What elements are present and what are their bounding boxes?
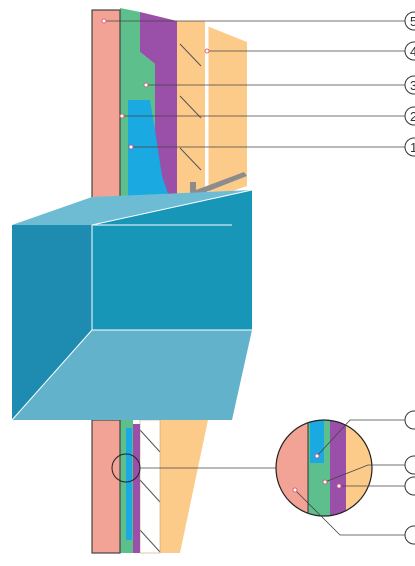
lower-wall-assembly [91, 419, 276, 554]
detail-leaders [294, 419, 405, 536]
upper-wall-assembly [91, 8, 247, 222]
purple-layer [140, 12, 177, 206]
lower-pink-layer [91, 419, 121, 554]
callout-4: 4 [404, 41, 415, 61]
detail-callout-d [404, 525, 415, 545]
callout-1: 1 [404, 137, 415, 157]
callout-5: 5 [404, 11, 415, 31]
callout-1-label: 1 [410, 140, 415, 155]
callout-3: 3 [404, 75, 415, 95]
lower-board-hatching [139, 429, 161, 553]
lower-blue-layer [126, 428, 132, 540]
callout-4-label: 4 [410, 44, 415, 59]
detail-callout-b [404, 455, 415, 475]
lower-purple-layer [133, 424, 140, 553]
detail-circle-outline [275, 419, 373, 517]
detail-leader-dots [292, 453, 342, 493]
callout-2-label: 2 [410, 109, 415, 124]
callout-2: 2 [404, 106, 415, 126]
lower-orange-panel [160, 420, 208, 553]
beam-edges [11, 189, 253, 421]
top-leader-dots [101, 18, 210, 150]
board-hatching [179, 43, 202, 171]
beam-box [11, 189, 253, 421]
grey-flashing [190, 172, 247, 196]
blue-layer [128, 100, 178, 218]
callout-5-label: 5 [410, 14, 415, 29]
detail-zoom [275, 419, 373, 517]
detail-callout-c [404, 476, 415, 496]
outer-orange-panel [207, 26, 247, 200]
top-leaders [104, 20, 405, 148]
detail-purple [330, 420, 346, 516]
pink-layer [91, 9, 121, 221]
detail-callout-a [404, 410, 415, 430]
callout-3-label: 3 [410, 78, 415, 93]
